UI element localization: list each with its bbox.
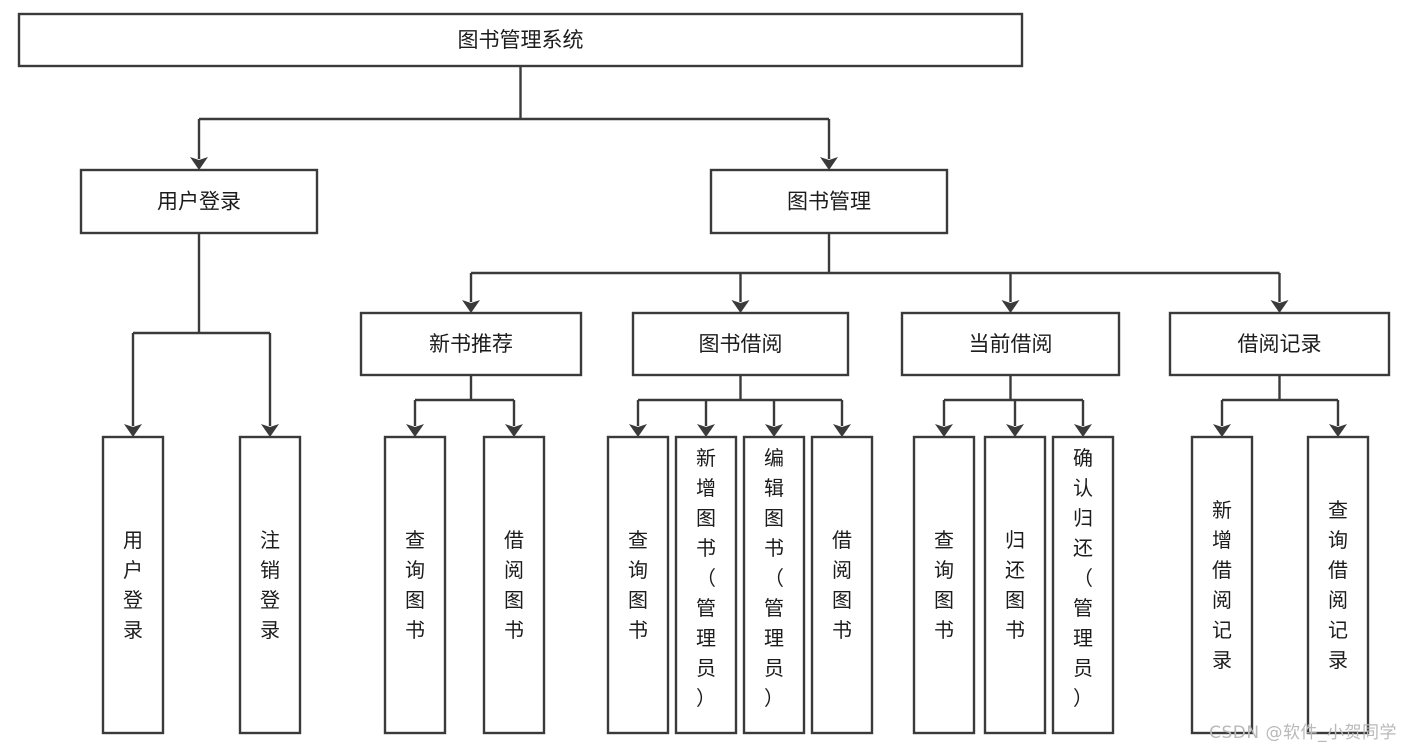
arrow-head-icon	[935, 424, 953, 437]
arrow-head-icon	[124, 424, 142, 437]
node-label: 图书管理	[787, 190, 871, 214]
node-leaf-confirm-return[interactable]: 确认归还（管理员）	[1051, 435, 1115, 735]
node-leaf-query-record[interactable]: 查询借阅记录	[1306, 435, 1370, 735]
node-label: 查询图书	[405, 528, 425, 642]
node-box	[912, 435, 976, 735]
node-box	[1168, 311, 1391, 377]
arrow-head-icon	[406, 424, 424, 437]
arrow-head-icon	[1006, 424, 1024, 437]
arrow-head-icon	[629, 424, 647, 437]
arrow-head-icon	[1270, 300, 1289, 313]
arrow-head-icon	[261, 424, 279, 437]
node-label: 注销登录	[260, 528, 280, 642]
node-label: 新书推荐	[429, 332, 513, 356]
node-user-login[interactable]: 用户登录	[79, 168, 319, 235]
node-box	[983, 435, 1047, 735]
arrow-head-icon	[697, 424, 715, 437]
node-label: 借阅图书	[504, 528, 524, 642]
node-leaf-add-book[interactable]: 新增图书（管理员）	[674, 435, 738, 735]
node-current-borrow[interactable]: 当前借阅	[900, 311, 1121, 377]
node-box	[17, 12, 1024, 68]
node-box	[1051, 435, 1115, 735]
node-box	[900, 311, 1121, 377]
node-leaf-query-book-3[interactable]: 查询图书	[912, 435, 976, 735]
node-label: 编辑图书（管理员）	[764, 446, 784, 710]
node-leaf-add-record[interactable]: 新增借阅记录	[1190, 435, 1254, 735]
node-box	[810, 435, 874, 735]
node-label: 确认归还（管理员）	[1073, 446, 1093, 710]
node-label: 图书借阅	[699, 332, 783, 356]
node-label: 查询图书	[934, 528, 954, 642]
node-book-borrow[interactable]: 图书借阅	[631, 311, 850, 377]
node-label: 归还图书	[1005, 528, 1025, 642]
arrow-head-icon	[731, 300, 750, 313]
node-leaf-edit-book[interactable]: 编辑图书（管理员）	[742, 435, 806, 735]
arrow-head-icon	[505, 424, 523, 437]
node-box	[674, 435, 738, 735]
node-label: 新增图书（管理员）	[696, 446, 716, 710]
node-label: 借阅记录	[1238, 332, 1322, 356]
node-box	[482, 435, 546, 735]
node-box	[1190, 435, 1254, 735]
node-leaf-query-book-1[interactable]: 查询图书	[383, 435, 447, 735]
node-box	[742, 435, 806, 735]
arrow-head-icon	[1329, 424, 1347, 437]
node-box	[238, 435, 302, 735]
node-label: 用户登录	[123, 528, 143, 642]
node-leaf-query-book-2[interactable]: 查询图书	[606, 435, 670, 735]
arrow-head-icon	[820, 157, 838, 170]
arrow-head-icon	[833, 424, 851, 437]
arrow-head-icon	[462, 300, 480, 313]
node-label: 查询图书	[628, 528, 648, 642]
node-box	[359, 311, 583, 377]
node-leaf-return-book[interactable]: 归还图书	[983, 435, 1047, 735]
node-leaf-borrow-book-1[interactable]: 借阅图书	[482, 435, 546, 735]
node-box	[606, 435, 670, 735]
node-leaf-borrow-book-2[interactable]: 借阅图书	[810, 435, 874, 735]
node-box	[383, 435, 447, 735]
node-label: 新增借阅记录	[1212, 498, 1232, 672]
node-box	[79, 168, 319, 235]
node-borrow-record[interactable]: 借阅记录	[1168, 311, 1391, 377]
connector-layer	[124, 66, 1347, 437]
node-label: 图书管理系统	[458, 28, 584, 52]
arrow-head-icon	[1213, 424, 1231, 437]
node-box	[709, 168, 949, 235]
node-leaf-user-login[interactable]: 用户登录	[101, 435, 165, 735]
node-leaf-logout[interactable]: 注销登录	[238, 435, 302, 735]
arrow-head-icon	[1001, 300, 1020, 313]
node-label: 借阅图书	[832, 528, 852, 642]
node-label: 当前借阅	[969, 332, 1053, 356]
node-box	[631, 311, 850, 377]
node-box	[1306, 435, 1370, 735]
node-layer: 图书管理系统用户登录图书管理新书推荐图书借阅当前借阅借阅记录用户登录注销登录查询…	[17, 12, 1391, 735]
node-book-manage[interactable]: 图书管理	[709, 168, 949, 235]
arrow-head-icon	[190, 157, 208, 170]
node-new-book-rec[interactable]: 新书推荐	[359, 311, 583, 377]
node-root[interactable]: 图书管理系统	[17, 12, 1024, 68]
node-label: 用户登录	[157, 190, 241, 214]
arrow-head-icon	[765, 424, 783, 437]
node-label: 查询借阅记录	[1328, 498, 1348, 672]
arrow-head-icon	[1074, 424, 1092, 437]
node-box	[101, 435, 165, 735]
